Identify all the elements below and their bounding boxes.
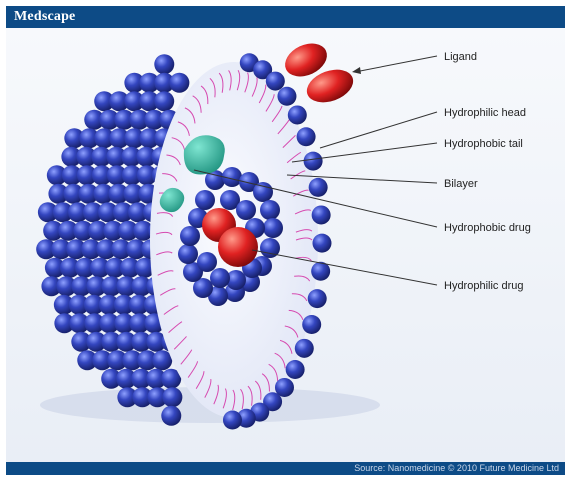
inner-lipid-sphere xyxy=(197,252,217,272)
inner-lipid-sphere xyxy=(210,268,230,288)
inner-lipid-sphere xyxy=(263,218,283,238)
label-ligand: Ligand xyxy=(444,51,477,63)
lipid-head-sphere xyxy=(169,73,189,93)
label-hydrophilic-head: Hydrophilic head xyxy=(444,107,526,119)
source-credit: Source: Nanomedicine © 2010 Future Medic… xyxy=(354,462,559,475)
rim-head-sphere xyxy=(266,72,285,91)
hydrophilic-drug-sphere xyxy=(218,227,258,267)
label-hydrophilic-drug: Hydrophilic drug xyxy=(444,280,523,292)
leader-arrowheads xyxy=(352,67,361,74)
rim-head-sphere xyxy=(277,87,296,106)
hydrophilic-head-leader-line xyxy=(320,112,437,148)
inner-lipid-sphere xyxy=(195,190,215,210)
rim-head-sphere xyxy=(312,234,331,253)
lipid-head-sphere xyxy=(162,387,182,407)
label-hydrophobic-drug: Hydrophobic drug xyxy=(444,222,531,234)
rim-head-sphere xyxy=(295,339,314,358)
label-hydrophobic-tail: Hydrophobic tail xyxy=(444,138,523,150)
lipid-head-sphere xyxy=(161,406,181,426)
ligand-arrowhead xyxy=(352,67,361,74)
inner-lipid-sphere xyxy=(180,226,200,246)
rim-head-sphere xyxy=(286,360,305,379)
rim-head-sphere xyxy=(297,127,316,146)
rim-head-sphere xyxy=(308,289,327,308)
rim-head-sphere xyxy=(309,178,328,197)
footer-bar: Source: Nanomedicine © 2010 Future Medic… xyxy=(6,462,565,475)
inner-lipid-sphere xyxy=(260,200,280,220)
rim-head-sphere xyxy=(223,410,242,429)
rim-head-sphere xyxy=(312,205,331,224)
inner-lipid-sphere xyxy=(236,200,256,220)
lipid-head-sphere xyxy=(154,54,174,74)
rim-head-sphere xyxy=(304,152,323,171)
lipid-head-sphere xyxy=(154,91,174,111)
inner-lipid-sphere xyxy=(178,244,198,264)
rim-head-sphere xyxy=(302,315,321,334)
ligand-leader-line xyxy=(355,56,437,72)
label-bilayer: Bilayer xyxy=(444,178,478,190)
rim-head-sphere xyxy=(288,105,307,124)
